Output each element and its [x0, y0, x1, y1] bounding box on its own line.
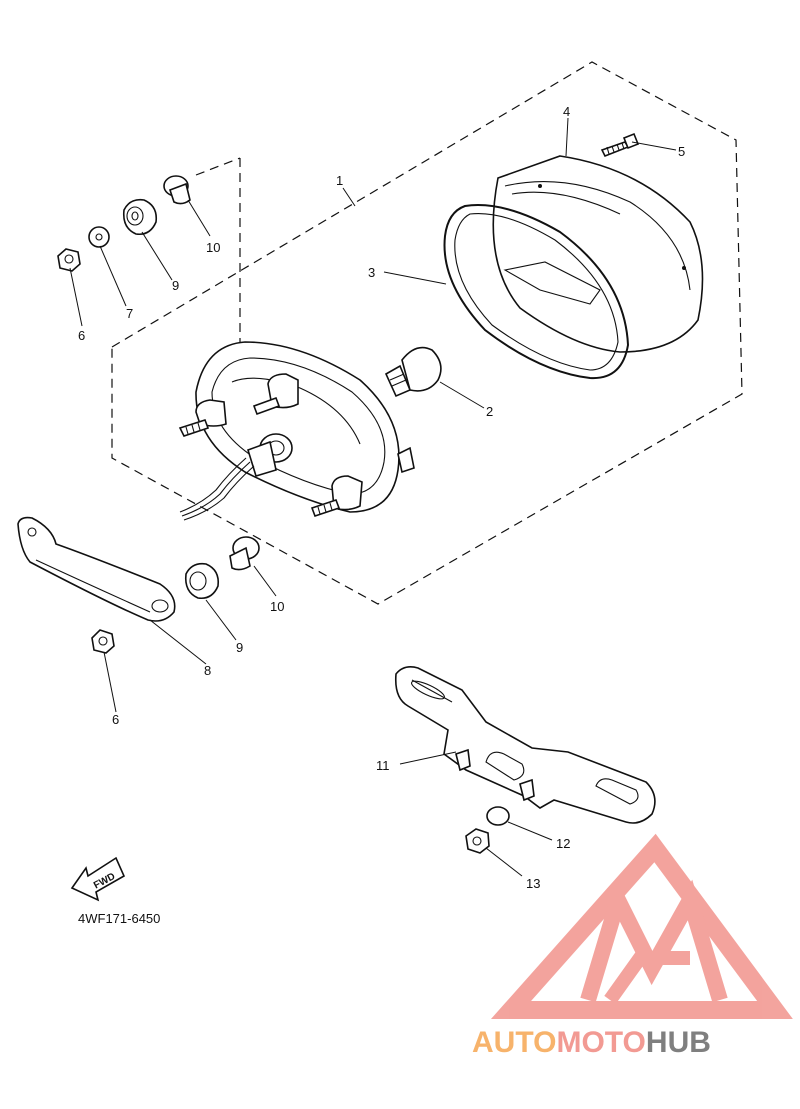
grommet-part-upper: [122, 198, 158, 236]
gasket-part: [443, 204, 630, 380]
nut-part-right: [465, 828, 490, 854]
washer-part-upper: [88, 226, 110, 248]
watermark-part3: HUB: [646, 1026, 711, 1059]
watermark-text: AUTOMOTOHUB: [472, 1026, 711, 1059]
callout-7: 7: [126, 306, 133, 321]
nut-part-upper: [57, 248, 81, 272]
watermark-logo-icon: [490, 833, 793, 1019]
collar-part-upper: [163, 175, 191, 205]
collar-part-lower: [229, 536, 260, 571]
watermark-part2: MOTO: [556, 1026, 645, 1059]
callout-12: 12: [556, 836, 570, 851]
callout-13: 13: [526, 876, 540, 891]
stay-bracket-part: [17, 516, 176, 622]
grommet-part-lower: [184, 562, 220, 600]
watermark-part1: AUTO: [472, 1026, 556, 1059]
callout-8: 8: [204, 663, 211, 678]
leader-lines: [69, 117, 677, 877]
license-bracket-part: [394, 666, 656, 824]
screw-part: [600, 132, 640, 158]
housing-part: [178, 341, 415, 521]
guide-line: [195, 157, 241, 404]
callout-6-upper: 6: [78, 328, 85, 343]
callout-1: 1: [336, 173, 343, 188]
callout-3: 3: [368, 265, 375, 280]
diagram-code: 4WF171-6450: [78, 911, 160, 926]
washer-part-right: [486, 806, 510, 826]
callout-10-upper: 10: [206, 240, 220, 255]
callout-9-lower: 9: [236, 640, 243, 655]
fwd-arrow-icon: FWD: [70, 856, 126, 902]
lens-cover-part: [492, 155, 704, 353]
assembly-outline: [111, 61, 743, 605]
bulb-part: [384, 346, 442, 398]
callout-10-lower: 10: [270, 599, 284, 614]
callout-2: 2: [486, 404, 493, 419]
callout-11: 11: [376, 758, 390, 773]
nut-part-lower: [91, 629, 115, 654]
callout-6-lower: 6: [112, 712, 119, 727]
callout-4: 4: [563, 104, 570, 119]
callout-9-upper: 9: [172, 278, 179, 293]
callout-5: 5: [678, 144, 685, 159]
